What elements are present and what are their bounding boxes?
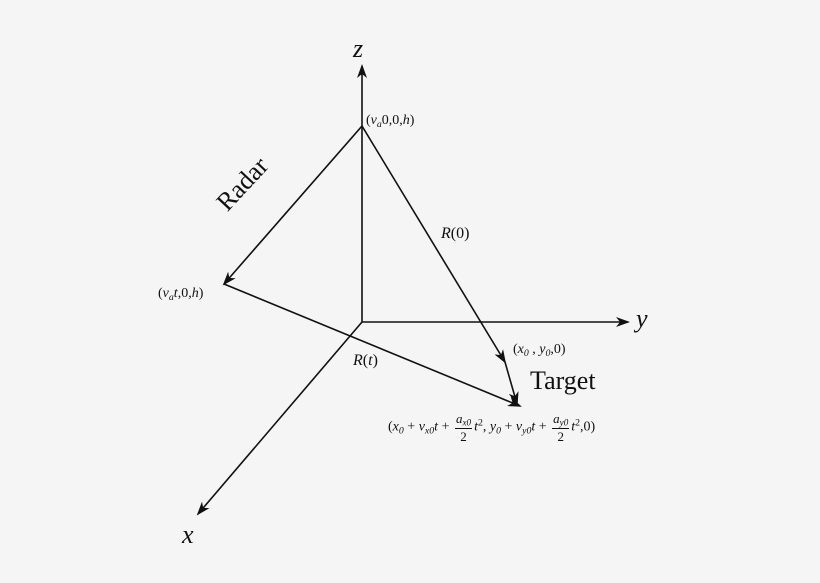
var: t: [368, 352, 373, 369]
coords: ,0): [550, 342, 566, 357]
var: a: [455, 411, 463, 426]
target-label: Target: [530, 366, 596, 395]
range-0-arrow: [361, 125, 507, 364]
op: +: [438, 419, 453, 435]
y-axis-label: y: [636, 304, 648, 333]
sub: x0: [462, 417, 472, 428]
paren: (: [513, 342, 518, 357]
sub: 0: [496, 425, 501, 437]
target-start-point-label: (x0 , y0,0): [513, 343, 566, 359]
sep: ,: [482, 419, 490, 435]
var: t: [434, 419, 439, 435]
denominator: 2: [557, 428, 564, 444]
target-motion-arrow: [504, 361, 519, 406]
sub: y0: [559, 417, 569, 428]
sub: 0: [545, 347, 551, 359]
sub: 0: [523, 347, 529, 359]
var: v: [515, 419, 523, 435]
sep: ,: [528, 342, 540, 357]
x-axis-label: x: [182, 520, 194, 549]
radar-path-arrow: [222, 125, 363, 286]
var: h: [191, 286, 199, 301]
z-axis-label: z: [353, 34, 364, 63]
range-t-arrow: [223, 283, 522, 407]
var: a: [553, 411, 560, 426]
op: +: [500, 419, 516, 435]
paren: ): [198, 286, 204, 301]
op: +: [535, 419, 551, 435]
arg: (0): [450, 225, 470, 242]
coords: ,0,: [177, 286, 192, 301]
range-0-label: R(0): [441, 226, 469, 242]
sub: y0: [522, 425, 532, 437]
var: t: [571, 419, 576, 435]
var: R: [441, 225, 451, 242]
op: +: [403, 419, 419, 435]
x-axis: [196, 321, 363, 516]
paren: ): [409, 113, 415, 128]
sub: a: [376, 118, 382, 130]
var: y: [539, 342, 546, 357]
var: t: [531, 419, 536, 435]
radar-start-point-label: (va0,0,h): [366, 114, 414, 130]
paren: ): [372, 352, 378, 369]
var: v: [418, 419, 425, 435]
var: h: [402, 113, 410, 128]
var: v: [162, 286, 169, 301]
var: v: [370, 113, 377, 128]
sub: a: [168, 291, 174, 303]
var: x: [392, 419, 399, 435]
coords: 0,0,: [381, 113, 403, 128]
coords: ,0): [580, 419, 596, 435]
var: R: [353, 352, 363, 369]
sub: 0: [398, 425, 404, 437]
var: y: [489, 419, 497, 435]
range-t-label: R(t): [353, 353, 378, 369]
var: t: [173, 286, 178, 301]
denominator: 2: [460, 428, 467, 444]
exp: 2: [477, 417, 483, 429]
paren: (: [388, 419, 393, 435]
numerator: ay0: [552, 411, 570, 429]
var: x: [517, 342, 524, 357]
exp: 2: [575, 417, 581, 429]
paren: (: [366, 113, 371, 128]
paren: (: [362, 352, 369, 369]
numerator: ax0: [454, 411, 473, 429]
sub: x0: [424, 425, 435, 437]
paren: (: [158, 286, 163, 301]
radar-time-t-point-label: (vat,0,h): [158, 287, 203, 303]
var: t: [474, 419, 478, 435]
